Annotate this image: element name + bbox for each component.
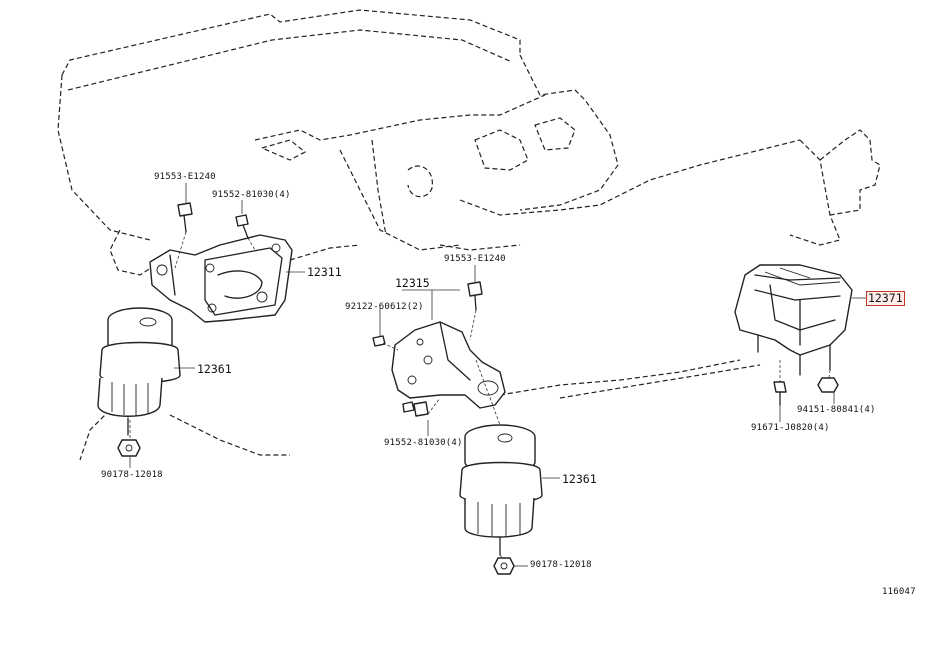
leader-lines [129, 183, 866, 567]
figure-number: 116047 [882, 587, 916, 597]
callout-12311: 12311 [307, 265, 342, 279]
center-stud-92122 [372, 335, 386, 347]
center-bolt-91553 [467, 281, 483, 311]
callout-90178-12018-center: 90178-12018 [530, 560, 592, 570]
callout-12361-center: 12361 [562, 472, 597, 486]
callout-12361-left: 12361 [197, 362, 232, 376]
callout-12371-highlighted[interactable]: 12371 [866, 291, 905, 306]
callout-90178-12018-left: 90178-12018 [101, 470, 163, 480]
center-nut-90178 [493, 557, 515, 575]
left-nut-90178 [117, 439, 141, 457]
callout-91671-j0820: 91671-J0820(4) [751, 423, 830, 433]
center-bolt-91552 [402, 401, 429, 417]
engine-outline [57, 9, 881, 461]
callout-12315: 12315 [395, 276, 430, 290]
callout-91553-e1240-center: 91553-E1240 [444, 254, 506, 264]
left-bolt-91553 [177, 202, 193, 233]
rear-nut-94151 [817, 377, 839, 393]
left-bolt-91552 [235, 214, 249, 239]
rear-bolt-91671 [773, 381, 787, 406]
left-bracket-12311 [149, 234, 293, 323]
center-bracket-12315 [391, 321, 506, 409]
callout-91553-e1240-left: 91553-E1240 [154, 172, 216, 182]
callout-92122-60612: 92122-60612(2) [345, 302, 424, 312]
center-insulator-12361 [459, 424, 543, 556]
callout-91552-81030-left: 91552-81030(4) [212, 190, 291, 200]
callout-94151-80841: 94151-80841(4) [797, 405, 876, 415]
rear-mount-12371 [734, 264, 853, 376]
left-insulator-12361 [97, 307, 181, 436]
callout-91552-81030-center: 91552-81030(4) [384, 438, 463, 448]
